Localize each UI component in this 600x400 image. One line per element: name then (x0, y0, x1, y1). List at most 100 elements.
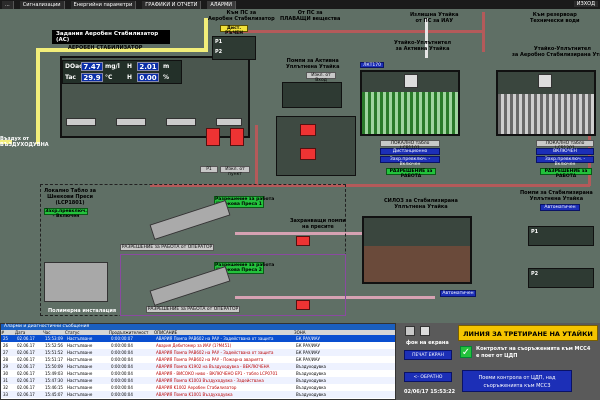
alarm-cell: Настъпване (67, 378, 93, 383)
silo-mode[interactable]: Автоматичен (440, 290, 476, 297)
press-frame-2 (120, 254, 346, 316)
alarm-cell: 27 (3, 350, 9, 355)
reservoir-label: Към резервоар Технически води (530, 12, 580, 24)
alarm-cell: 30 (3, 371, 9, 376)
alarm-cell: 15:52:56 (45, 343, 63, 348)
alarm-col-status[interactable]: Статус (65, 330, 80, 335)
press2-ready[interactable]: РАЗРЕШЕНИЕ за РАБОТА от ОПЕРАТОР (146, 306, 240, 313)
aeration-pump-1[interactable] (206, 128, 220, 146)
presses-lcp-power[interactable]: Захр.превключ. - Включен (44, 208, 88, 219)
alarm-cell: АВАРИЯ Помпа РАВ602 на РАУ - Пожарна ава… (156, 357, 264, 362)
alarm-cell: Настъпване (67, 364, 93, 369)
ps-aerobic-label: Към ПС за Аеробен Стабилизатор (208, 10, 275, 22)
alarm-cell: 15:46:15 (45, 385, 63, 390)
menu-item-alarms-signals[interactable]: Сигнализации (19, 0, 65, 9)
menu-item-charts[interactable]: ГРАФИКИ И ОТЧЕТИ (142, 0, 202, 9)
temp-value: 29.9 (81, 73, 103, 82)
alarm-cell: 15:47:30 (45, 378, 63, 383)
alarm-col-date[interactable]: Дата (15, 330, 26, 335)
aeration-tank-title: АЕРОБЕН СТАБИЛИЗАТОР (68, 45, 143, 51)
exit-button[interactable]: ИЗХОД (573, 1, 598, 7)
stab-pump-row-2: P2 (528, 268, 594, 288)
alarm-cell: 15:49:03 (45, 371, 63, 376)
alarm-cell: Настъпване (67, 385, 93, 390)
aeration-pump-p1[interactable]: P1 (200, 166, 218, 173)
alarm-col-desc[interactable]: ОПИСАНИЕ (154, 330, 178, 335)
alarm-cell: 31 (3, 378, 9, 383)
press-feed-pump-1[interactable] (296, 236, 310, 246)
press1-ready[interactable]: РАЗРЕШЕНИЕ за РАБОТА от ОПЕРАТОР (120, 244, 214, 251)
h-label: H (127, 63, 133, 70)
alarm-cell: 15:51:52 (45, 350, 63, 355)
thickener-pump-1[interactable] (300, 124, 316, 136)
alarm-cell: 32 (3, 385, 9, 390)
thickener-pumps-box (282, 82, 342, 108)
thickener1-power[interactable]: Захр.превключ. - Включен (380, 156, 440, 167)
screen-bg-swatch-2[interactable] (420, 326, 430, 336)
thickener1-ready[interactable]: РАЗРЕШЕНИЕ за РАБОТА (386, 168, 436, 179)
aeration-panel-title[interactable]: Задания Аеробен Стабилизатор (АС) (52, 30, 170, 44)
thickener1-remote[interactable]: Дистанционно (380, 148, 440, 155)
check-box: ✓ (460, 346, 472, 358)
alarm-col-zone[interactable]: ЗОНА (294, 330, 306, 335)
alarm-cell: 0:00:00:04 (111, 378, 133, 383)
alarm-cell: АВАРИЯ K1002 Аеробен Стабилизатор (156, 385, 237, 390)
thickener-pump-2[interactable] (300, 148, 316, 160)
alarm-cell: 15:53:09 (45, 336, 63, 341)
thickener1-lcp: ЛОКАЛНО табло LCP1101 (380, 140, 440, 151)
ps-aerobic-manual[interactable]: Дист. РЪЧЕН (220, 25, 248, 36)
alarm-cell: Въздуходувка (296, 364, 327, 369)
stab-pumps-mode[interactable]: Автоматичен (540, 204, 580, 211)
alarm-cell: АВАРИЯ Помпа K1003 Въздуходувка - Задейс… (156, 378, 264, 383)
print-screen-button[interactable]: ПЕЧАТ ЕКРАН (404, 350, 452, 360)
thickener-pumps-mode[interactable]: Изкл. от Вход (306, 72, 336, 83)
menu-item-alarms[interactable]: АЛАРМИ (207, 0, 237, 9)
thickener2-ready[interactable]: РАЗРЕШЕНИЕ за РАБОТА (540, 168, 592, 179)
aeration-pump-mode[interactable]: Изкл. от пункт (220, 166, 250, 177)
thickener2-on[interactable]: ВКЛЮЧЕН (536, 148, 594, 155)
alarm-cell: Настъпване (67, 343, 93, 348)
thickener1-tag: ЛКТ170 (360, 62, 384, 68)
thickener1-drive (404, 74, 418, 88)
aeration-tank: АЕРОБЕН СТАБИЛИЗАТОР DOac 7.47 mg/l H 2.… (46, 45, 256, 142)
alarm-cell: АВАРИЯ Помпа K1902 на Въздуходувка - ВЕК… (156, 364, 270, 369)
alarm-cell: Въздуходувка (296, 392, 327, 397)
alarm-col-num[interactable]: # (1, 330, 5, 335)
thickener1-tank (360, 70, 460, 136)
press-feed-pump-2[interactable] (296, 300, 310, 310)
alarm-cell: Настъпване (67, 371, 93, 376)
menu-item-energy[interactable]: Енергийни параметри (70, 0, 137, 9)
silo-sludge (364, 246, 470, 282)
alarm-col-duration[interactable]: Продължителност (109, 330, 149, 335)
take-control-button[interactable]: Поеми контрола от ЦДП, над съоръженията … (462, 370, 572, 392)
alarm-cell: 02.06.17 (17, 336, 35, 341)
alarm-cell: 0:00:00:04 (111, 350, 133, 355)
thickener2-title: Утайко-Уплътнител за Аеробно Стабилизира… (512, 46, 600, 58)
pipe-red-long (150, 184, 590, 187)
alarm-cell: 0:00:00:04 (111, 371, 133, 376)
excess-sludge-label: Излишна Утайка от ПС за ИАУ (410, 12, 459, 24)
screen-bg-swatch[interactable] (405, 326, 415, 336)
alarm-cell: 0:00:00:04 (111, 343, 133, 348)
thickener2-lcp: ЛОКАЛНО табло LCP1201 (536, 140, 594, 151)
aeration-pump-2[interactable] (230, 128, 244, 146)
alarm-col-time[interactable]: Час (43, 330, 51, 335)
alarm-cell: 15:50:09 (45, 364, 63, 369)
thickener2-power[interactable]: Захр.превключ. - Включен (536, 156, 594, 167)
pipe-red-mid (255, 125, 258, 185)
alarm-cell: БК РАУ/ИАУ (296, 336, 320, 341)
menu-item-0[interactable]: ... (2, 0, 14, 9)
ps-floating-label: От ПС за ПЛАВАЩИ вещества (280, 10, 341, 22)
back-button[interactable]: <- ОБРАТНО (404, 372, 452, 382)
alarm-cell: 02.06.17 (17, 343, 35, 348)
